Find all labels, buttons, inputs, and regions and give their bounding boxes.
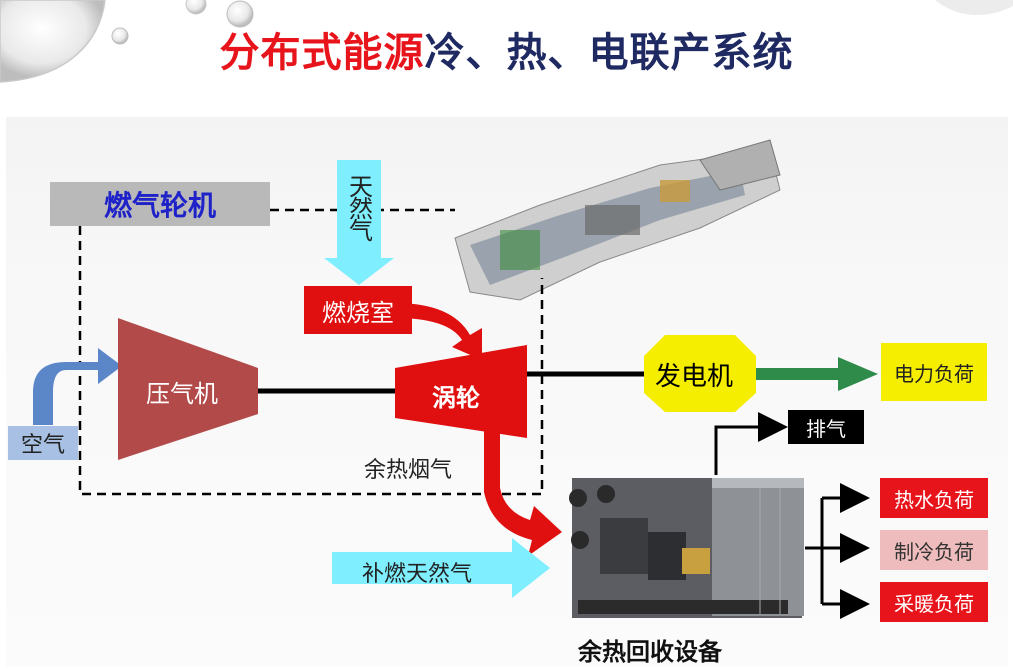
exhaust-label: 排气	[788, 410, 864, 444]
generator-shape	[644, 335, 756, 412]
waste-heat-flue-gas-label: 余热烟气	[364, 458, 453, 483]
exhaust-arrow	[714, 412, 788, 475]
flue-gas-arrow	[484, 430, 562, 556]
supplementary-gas-arrow	[332, 538, 550, 598]
title-dark-part: 冷、热、电联产系统	[424, 30, 794, 76]
heat-recovery-equipment-illustration	[569, 478, 804, 618]
air-inlet-arrow	[33, 348, 122, 425]
load-branch-arrows	[805, 483, 870, 619]
natural-gas-label: 天然气	[344, 174, 373, 240]
air-label: 空气	[8, 426, 78, 460]
power-load-label: 电力负荷	[881, 343, 987, 401]
combustor-label: 燃烧室	[304, 286, 412, 334]
supplementary-gas-label: 补燃天然气	[362, 562, 473, 587]
page-title: 分布式能源冷、热、电联产系统	[0, 20, 1013, 78]
compressor-shape	[118, 318, 258, 460]
title-red-part: 分布式能源	[219, 30, 425, 76]
heat-recovery-equipment-label: 余热回收设备	[578, 638, 722, 666]
bubble-decoration	[0, 0, 1013, 83]
compressor-label: 压气机	[146, 380, 218, 408]
combustor-flow-arrow	[395, 303, 482, 360]
generator-label: 发电机	[655, 362, 734, 392]
turbine-shape	[395, 345, 527, 438]
gas-turbine-illustration	[454, 139, 781, 301]
heating-load-label: 采暖负荷	[880, 582, 988, 622]
hot-water-load-label: 热水负荷	[880, 478, 988, 518]
natural-gas-arrow	[324, 160, 394, 285]
gas-turbine-label: 燃气轮机	[50, 182, 270, 226]
cooling-load-label: 制冷负荷	[880, 530, 988, 570]
power-output-arrow	[756, 357, 878, 391]
turbine-label: 涡轮	[432, 384, 480, 412]
